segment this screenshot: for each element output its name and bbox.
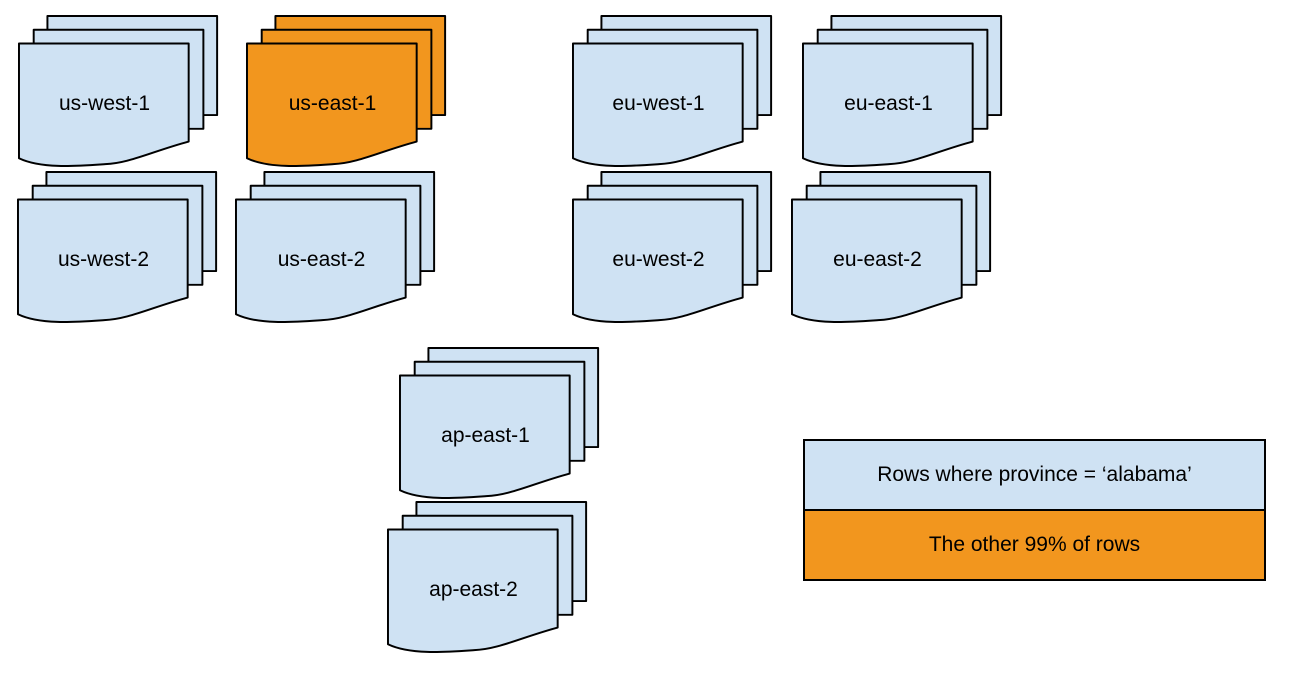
region-label-eu-east-2: eu-east-2 — [833, 248, 922, 271]
region-label-eu-east-1: eu-east-1 — [844, 92, 933, 115]
legend-item-other-rows: The other 99% of rows — [805, 509, 1264, 579]
region-stack-ap-east-1: ap-east-1 — [399, 347, 604, 503]
legend-item-alabama-rows: Rows where province = ‘alabama’ — [805, 441, 1264, 509]
region-stack-us-east-1: us-east-1 — [246, 15, 451, 171]
region-stack-eu-west-2: eu-west-2 — [571, 171, 777, 327]
region-stack-ap-east-2: ap-east-2 — [387, 501, 592, 657]
legend-item-label: Rows where province = ‘alabama’ — [877, 463, 1192, 486]
region-stack-eu-east-2: eu-east-2 — [790, 171, 996, 327]
region-label-us-east-1: us-east-1 — [288, 92, 377, 115]
region-label-us-west-2: us-west-2 — [57, 248, 150, 271]
legend: Rows where province = ‘alabama’ The othe… — [803, 439, 1266, 581]
region-label-eu-west-2: eu-west-2 — [612, 248, 705, 271]
region-stack-us-west-1: us-west-1 — [18, 15, 223, 171]
region-label-ap-east-1: ap-east-1 — [441, 424, 530, 447]
region-stack-eu-west-1: eu-west-1 — [571, 15, 777, 171]
legend-item-label: The other 99% of rows — [928, 533, 1141, 556]
region-label-eu-west-1: eu-west-1 — [612, 92, 705, 115]
region-label-ap-east-2: ap-east-2 — [429, 578, 518, 601]
region-stack-us-west-2: us-west-2 — [17, 171, 222, 327]
region-label-us-east-2: us-east-2 — [277, 248, 366, 271]
region-label-us-west-1: us-west-1 — [58, 92, 151, 115]
region-stack-us-east-2: us-east-2 — [235, 171, 440, 327]
region-stack-eu-east-1: eu-east-1 — [801, 15, 1007, 171]
